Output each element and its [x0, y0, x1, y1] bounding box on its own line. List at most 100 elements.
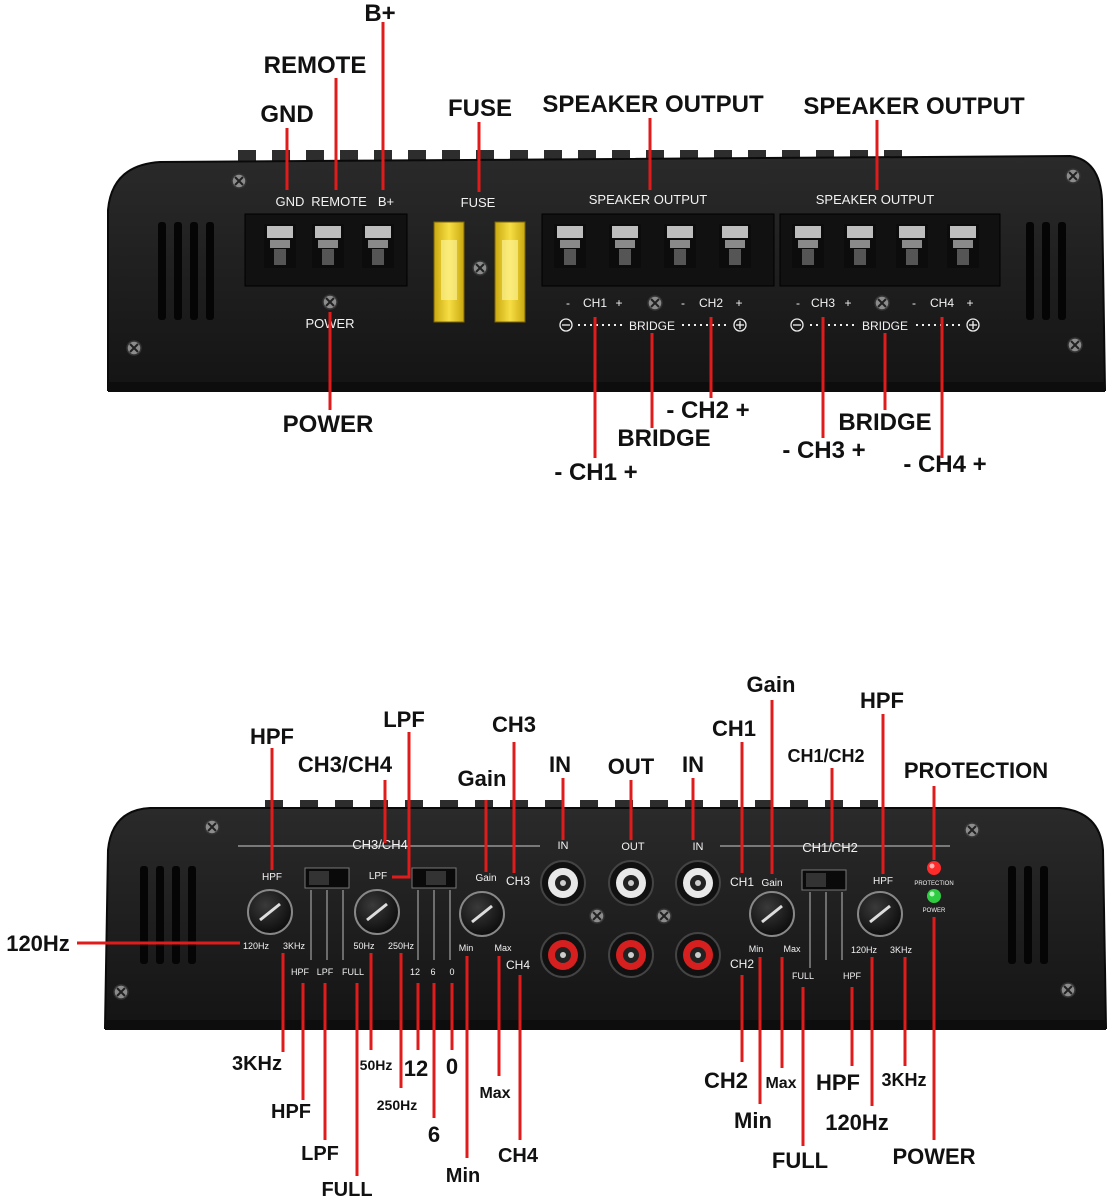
fuse-2[interactable] [494, 221, 526, 323]
ch4-minus-sign: - [912, 296, 916, 310]
max-right-label: Max [783, 944, 801, 954]
ch1-plus-terminal[interactable] [609, 224, 641, 268]
callout-in-right: IN [682, 752, 704, 777]
gnd-label: GND [276, 194, 305, 209]
bottom-callouts: 120Hz HPF CH3/CH4 LPF Gain CH3 IN OUT IN… [6, 672, 1048, 1200]
callout-hz120-right: 120Hz [825, 1110, 889, 1135]
hpf-left-label: HPF [262, 872, 282, 883]
callout-ch1ch2: CH1/CH2 [787, 746, 864, 766]
callout-min-left: Min [446, 1165, 480, 1187]
hz250-label: 250Hz [388, 941, 415, 951]
callout-bplus: B+ [364, 0, 395, 27]
callout-out: OUT [608, 754, 655, 779]
bplus-terminal[interactable] [362, 224, 394, 268]
in-left-label: IN [558, 840, 569, 852]
power-led-label-bottom: POWER [923, 908, 946, 914]
callout-lpf: LPF [383, 707, 425, 732]
ch3-minus-terminal[interactable] [792, 224, 824, 268]
khz3-left-label: 3KHz [283, 941, 306, 951]
speaker-output-label-2: SPEAKER OUTPUT [816, 192, 935, 207]
hz120-right-label: 120Hz [851, 945, 878, 955]
callout-fuse: FUSE [448, 95, 512, 122]
gain-right-knob[interactable] [749, 891, 795, 937]
callout-min-right: Min [734, 1108, 772, 1133]
ch2-plus-terminal[interactable] [719, 224, 751, 268]
gain-right-label: Gain [761, 878, 782, 889]
callout-bridge-1: BRIDGE [617, 425, 710, 452]
ch2-plus-sign: + [735, 296, 742, 310]
callout-ch1: - CH1 + [554, 459, 637, 486]
ch3-label: CH3 [811, 296, 835, 310]
callout-khz3-right: 3KHz [881, 1070, 926, 1090]
callout-ch3ch4: CH3/CH4 [298, 752, 393, 777]
callout-hpf-switch-right: HPF [816, 1070, 860, 1095]
speaker-output-label-1: SPEAKER OUTPUT [589, 192, 708, 207]
ch1-label: CH1 [583, 296, 607, 310]
rca-in-right-ch1[interactable] [675, 860, 721, 906]
lpf-switch-left-label: LPF [317, 967, 334, 977]
gnd-terminal[interactable] [264, 224, 296, 268]
ch3-plus-terminal[interactable] [844, 224, 876, 268]
callout-ch2: CH2 [704, 1068, 748, 1093]
bridge-label-1: BRIDGE [629, 319, 675, 333]
top-leader-lines [285, 22, 944, 458]
hpf-right-knob[interactable] [857, 891, 903, 937]
rca-in-right-ch2[interactable] [675, 932, 721, 978]
callout-hz120-left: 120Hz [6, 931, 70, 956]
gain-left-knob[interactable] [459, 891, 505, 937]
rca-out-left[interactable] [608, 860, 654, 906]
callout-speaker-output-2: SPEAKER OUTPUT [803, 93, 1025, 120]
fuse-1[interactable] [433, 221, 465, 323]
ch1-rca-label: CH1 [730, 875, 754, 889]
bass-boost-switch[interactable] [411, 867, 457, 889]
in-right-label: IN [693, 841, 704, 853]
callout-power: POWER [283, 411, 374, 438]
ch2-minus-terminal[interactable] [664, 224, 696, 268]
callout-hz50: 50Hz [360, 1057, 393, 1073]
ch1-minus-terminal[interactable] [554, 224, 586, 268]
ch4-minus-terminal[interactable] [896, 224, 928, 268]
full-left-label: FULL [342, 967, 364, 977]
min-left-label: Min [459, 943, 474, 953]
max-left-label: Max [494, 943, 512, 953]
full-right-label: FULL [792, 971, 814, 981]
hz120-left-label: 120Hz [243, 941, 270, 951]
callout-hpf-right: HPF [860, 688, 904, 713]
bottom-leader-lines [77, 700, 936, 1176]
callout-full-right: FULL [772, 1148, 828, 1173]
rca-in-left-ch4[interactable] [540, 932, 586, 978]
bridge1-plus-icon [733, 318, 747, 332]
callout-remote: REMOTE [264, 52, 367, 79]
callout-khz3-left: 3KHz [232, 1053, 282, 1075]
bridge2-minus-icon [790, 318, 804, 332]
callout-speaker-output-1: SPEAKER OUTPUT [542, 91, 764, 118]
callout-hpf-switch-left: HPF [271, 1101, 311, 1123]
ch4-plus-terminal[interactable] [947, 224, 979, 268]
hpf-left-knob[interactable] [247, 889, 293, 935]
filter-switch-right[interactable] [801, 869, 847, 891]
callout-hz250: 250Hz [377, 1097, 417, 1113]
filter-switch-left[interactable] [304, 867, 350, 889]
power-led [927, 889, 941, 903]
callout-db12: 12 [404, 1056, 428, 1081]
callout-in-left: IN [549, 752, 571, 777]
rca-out-right[interactable] [608, 932, 654, 978]
callout-hpf-left: HPF [250, 724, 294, 749]
callout-bridge-2: BRIDGE [838, 409, 931, 436]
ch3ch4-label: CH3/CH4 [352, 837, 408, 852]
protection-led [927, 861, 941, 875]
ch3-plus-sign: + [844, 296, 851, 310]
lpf-knob[interactable] [354, 889, 400, 935]
min-right-label: Min [749, 944, 764, 954]
out-label: OUT [621, 841, 645, 853]
gain-left-label: Gain [475, 873, 496, 884]
remote-terminal[interactable] [312, 224, 344, 268]
hpf-switch-left-label: HPF [291, 967, 310, 977]
bottom-panel: CH3/CH4 CH1/CH2 IN OUT IN HPF 120Hz 3KHz… [103, 800, 1108, 1030]
callout-power-bottom: POWER [892, 1144, 975, 1169]
hz50-label: 50Hz [353, 941, 375, 951]
ch2-minus-sign: - [681, 296, 685, 310]
rca-in-left-ch3[interactable] [540, 860, 586, 906]
callout-ch2: - CH2 + [666, 397, 749, 424]
